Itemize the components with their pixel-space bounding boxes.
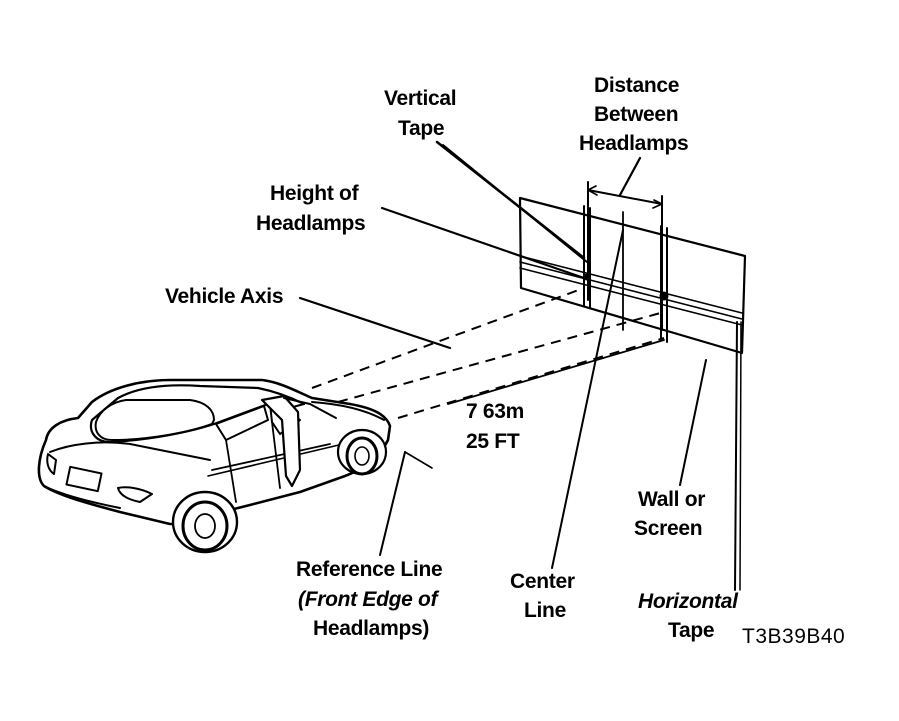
vertical-tape-left bbox=[583, 205, 591, 309]
wall-screen bbox=[518, 181, 747, 355]
wall-label-2: Screen bbox=[634, 517, 702, 540]
trunk-lid bbox=[49, 441, 211, 461]
license-plate bbox=[65, 465, 103, 493]
center-line-label-1: Center bbox=[510, 570, 575, 593]
height-label-2: Headlamps bbox=[256, 212, 365, 235]
horizontal-tape-label-2: Tape bbox=[668, 619, 714, 642]
center-line-label-2: Line bbox=[524, 599, 566, 622]
distance-label-2: Between bbox=[594, 103, 678, 126]
car-illustration bbox=[37, 378, 392, 554]
distance-label-1: Distance bbox=[594, 74, 679, 97]
reference-line-label-2: (Front Edge of bbox=[298, 588, 440, 611]
distance-m-leader bbox=[447, 339, 665, 405]
beam-lower bbox=[337, 311, 665, 403]
reference-line-label-3: Headlamps) bbox=[313, 617, 429, 640]
vertical-tape-right bbox=[660, 225, 668, 343]
rear-bumper bbox=[43, 485, 121, 509]
hood bbox=[311, 401, 385, 421]
distance-leader bbox=[618, 156, 642, 197]
side-window-rear bbox=[215, 405, 269, 441]
height-label-1: Height of bbox=[270, 182, 360, 205]
beam-upper bbox=[311, 287, 585, 389]
figure-code: T3B39B40 bbox=[742, 625, 845, 648]
center-line-leader bbox=[551, 229, 624, 569]
distance-feet-label: 25 FT bbox=[466, 430, 520, 453]
wall-label-1: Wall or bbox=[638, 488, 705, 511]
leader-lines bbox=[298, 140, 742, 591]
tail-light-right bbox=[117, 486, 153, 503]
labels: Vertical Tape Distance Between Headlamps… bbox=[165, 74, 845, 648]
headlamp-spot-right bbox=[659, 291, 669, 301]
headlamp-spot-left bbox=[583, 273, 591, 281]
light-beams bbox=[311, 287, 665, 419]
vehicle-axis-leader bbox=[298, 296, 452, 350]
tail-light-left bbox=[46, 453, 57, 475]
horizontal-tape-label-1: Horizontal bbox=[638, 590, 739, 613]
vertical-tape-label-2: Tape bbox=[398, 117, 444, 140]
wall-leader bbox=[679, 359, 707, 486]
height-leader bbox=[380, 206, 586, 280]
reference-line-label-1: Reference Line bbox=[296, 558, 442, 581]
horizontal-tape-leader bbox=[734, 321, 738, 591]
distance-label-3: Headlamps bbox=[579, 132, 688, 155]
horizontal-tape-band bbox=[519, 255, 743, 326]
vehicle-axis-label: Vehicle Axis bbox=[165, 285, 283, 308]
vertical-tape-label-1: Vertical bbox=[384, 87, 456, 110]
distance-meters-label: 7 63m bbox=[466, 400, 524, 423]
reference-line-leader bbox=[379, 451, 406, 556]
beam-bottom bbox=[397, 337, 665, 419]
rear-window bbox=[94, 399, 215, 441]
wall-outline bbox=[518, 196, 747, 355]
windshield bbox=[283, 397, 337, 419]
